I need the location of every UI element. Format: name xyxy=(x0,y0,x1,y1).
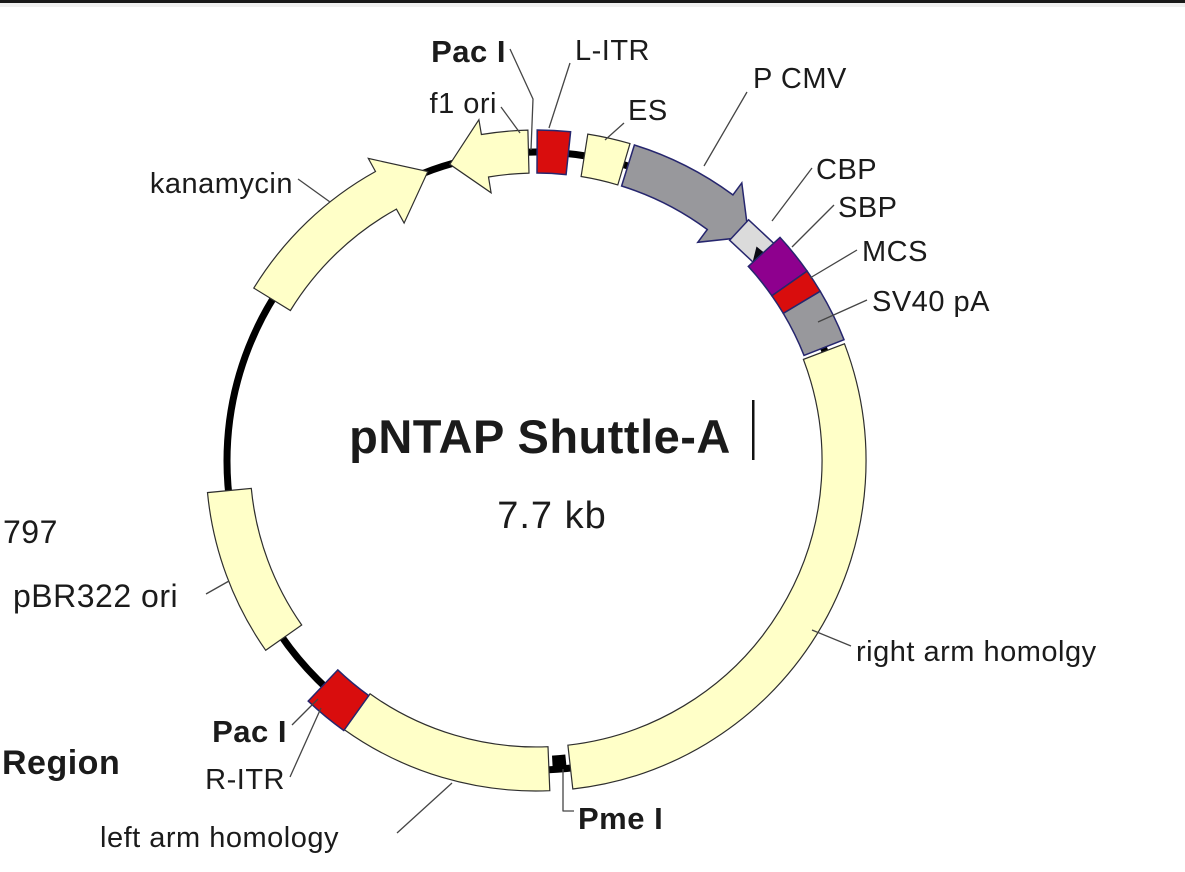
label-f1-ori: f1 ori xyxy=(430,88,497,120)
feature-left-arm-homology-arc xyxy=(343,692,551,792)
leader-sv40-pa xyxy=(817,299,868,323)
plasmid-title[interactable]: pNTAP Shuttle-A xyxy=(349,410,731,463)
leader-sbp xyxy=(791,204,835,248)
leader-lines xyxy=(205,48,868,834)
section-heading: Region xyxy=(2,744,120,782)
label-mcs: MCS xyxy=(862,236,928,268)
leader-cbp xyxy=(771,167,813,222)
leader-kanamycin xyxy=(297,178,331,203)
leader-left-arm xyxy=(396,782,453,834)
text-cursor xyxy=(752,400,755,460)
window-top-strip xyxy=(0,3,1185,7)
leader-pac1-bottom xyxy=(291,698,319,726)
feature-right-arm-homology-arc xyxy=(567,343,867,790)
feature-es-block xyxy=(580,133,631,186)
site-pme1-block xyxy=(552,754,567,769)
leader-es xyxy=(604,122,625,141)
label-pbr322-ori: pBR322 ori xyxy=(13,578,178,614)
leader-right-arm xyxy=(811,629,852,647)
leader-mcs xyxy=(809,249,858,279)
feature-sv40-pa-block xyxy=(782,290,845,357)
leader-pbr322-ori xyxy=(205,580,230,595)
label-r-itr: R-ITR xyxy=(205,764,285,796)
label-sv40-pa: SV40 pA xyxy=(872,286,990,318)
leader-pac1-top xyxy=(509,48,534,151)
label-sbp: SBP xyxy=(838,192,898,224)
leader-p-cmv xyxy=(703,91,748,167)
leader-l-itr xyxy=(548,62,571,129)
label-pac1-top: Pac I xyxy=(431,34,506,69)
feature-l-itr-block xyxy=(536,129,572,176)
feature-p-cmv-arrow xyxy=(620,144,750,244)
leader-pme1 xyxy=(562,769,574,812)
plasmid-size: 7.7 kb xyxy=(497,495,607,537)
label-pac1-bottom: Pac I xyxy=(212,714,287,749)
window-top-border xyxy=(0,0,1185,3)
leader-f1-ori xyxy=(500,106,521,134)
feature-kanamycin-arrow xyxy=(252,157,429,312)
label-kanamycin: kanamycin xyxy=(150,168,293,200)
feature-pbr322-ori-block xyxy=(206,487,303,652)
page-number: 797 xyxy=(3,514,58,550)
label-right-arm: right arm homolgy xyxy=(856,636,1097,668)
label-pme1: Pme I xyxy=(578,801,663,836)
label-cbp: CBP xyxy=(816,154,877,186)
label-l-itr: L-ITR xyxy=(575,35,650,67)
label-es: ES xyxy=(628,95,668,127)
leader-r-itr xyxy=(289,707,322,778)
feature-r-itr-block xyxy=(307,668,370,732)
feature-f1-ori-arrow xyxy=(448,118,530,195)
label-left-arm: left arm homology xyxy=(100,822,339,854)
label-p-cmv: P CMV xyxy=(753,63,847,95)
